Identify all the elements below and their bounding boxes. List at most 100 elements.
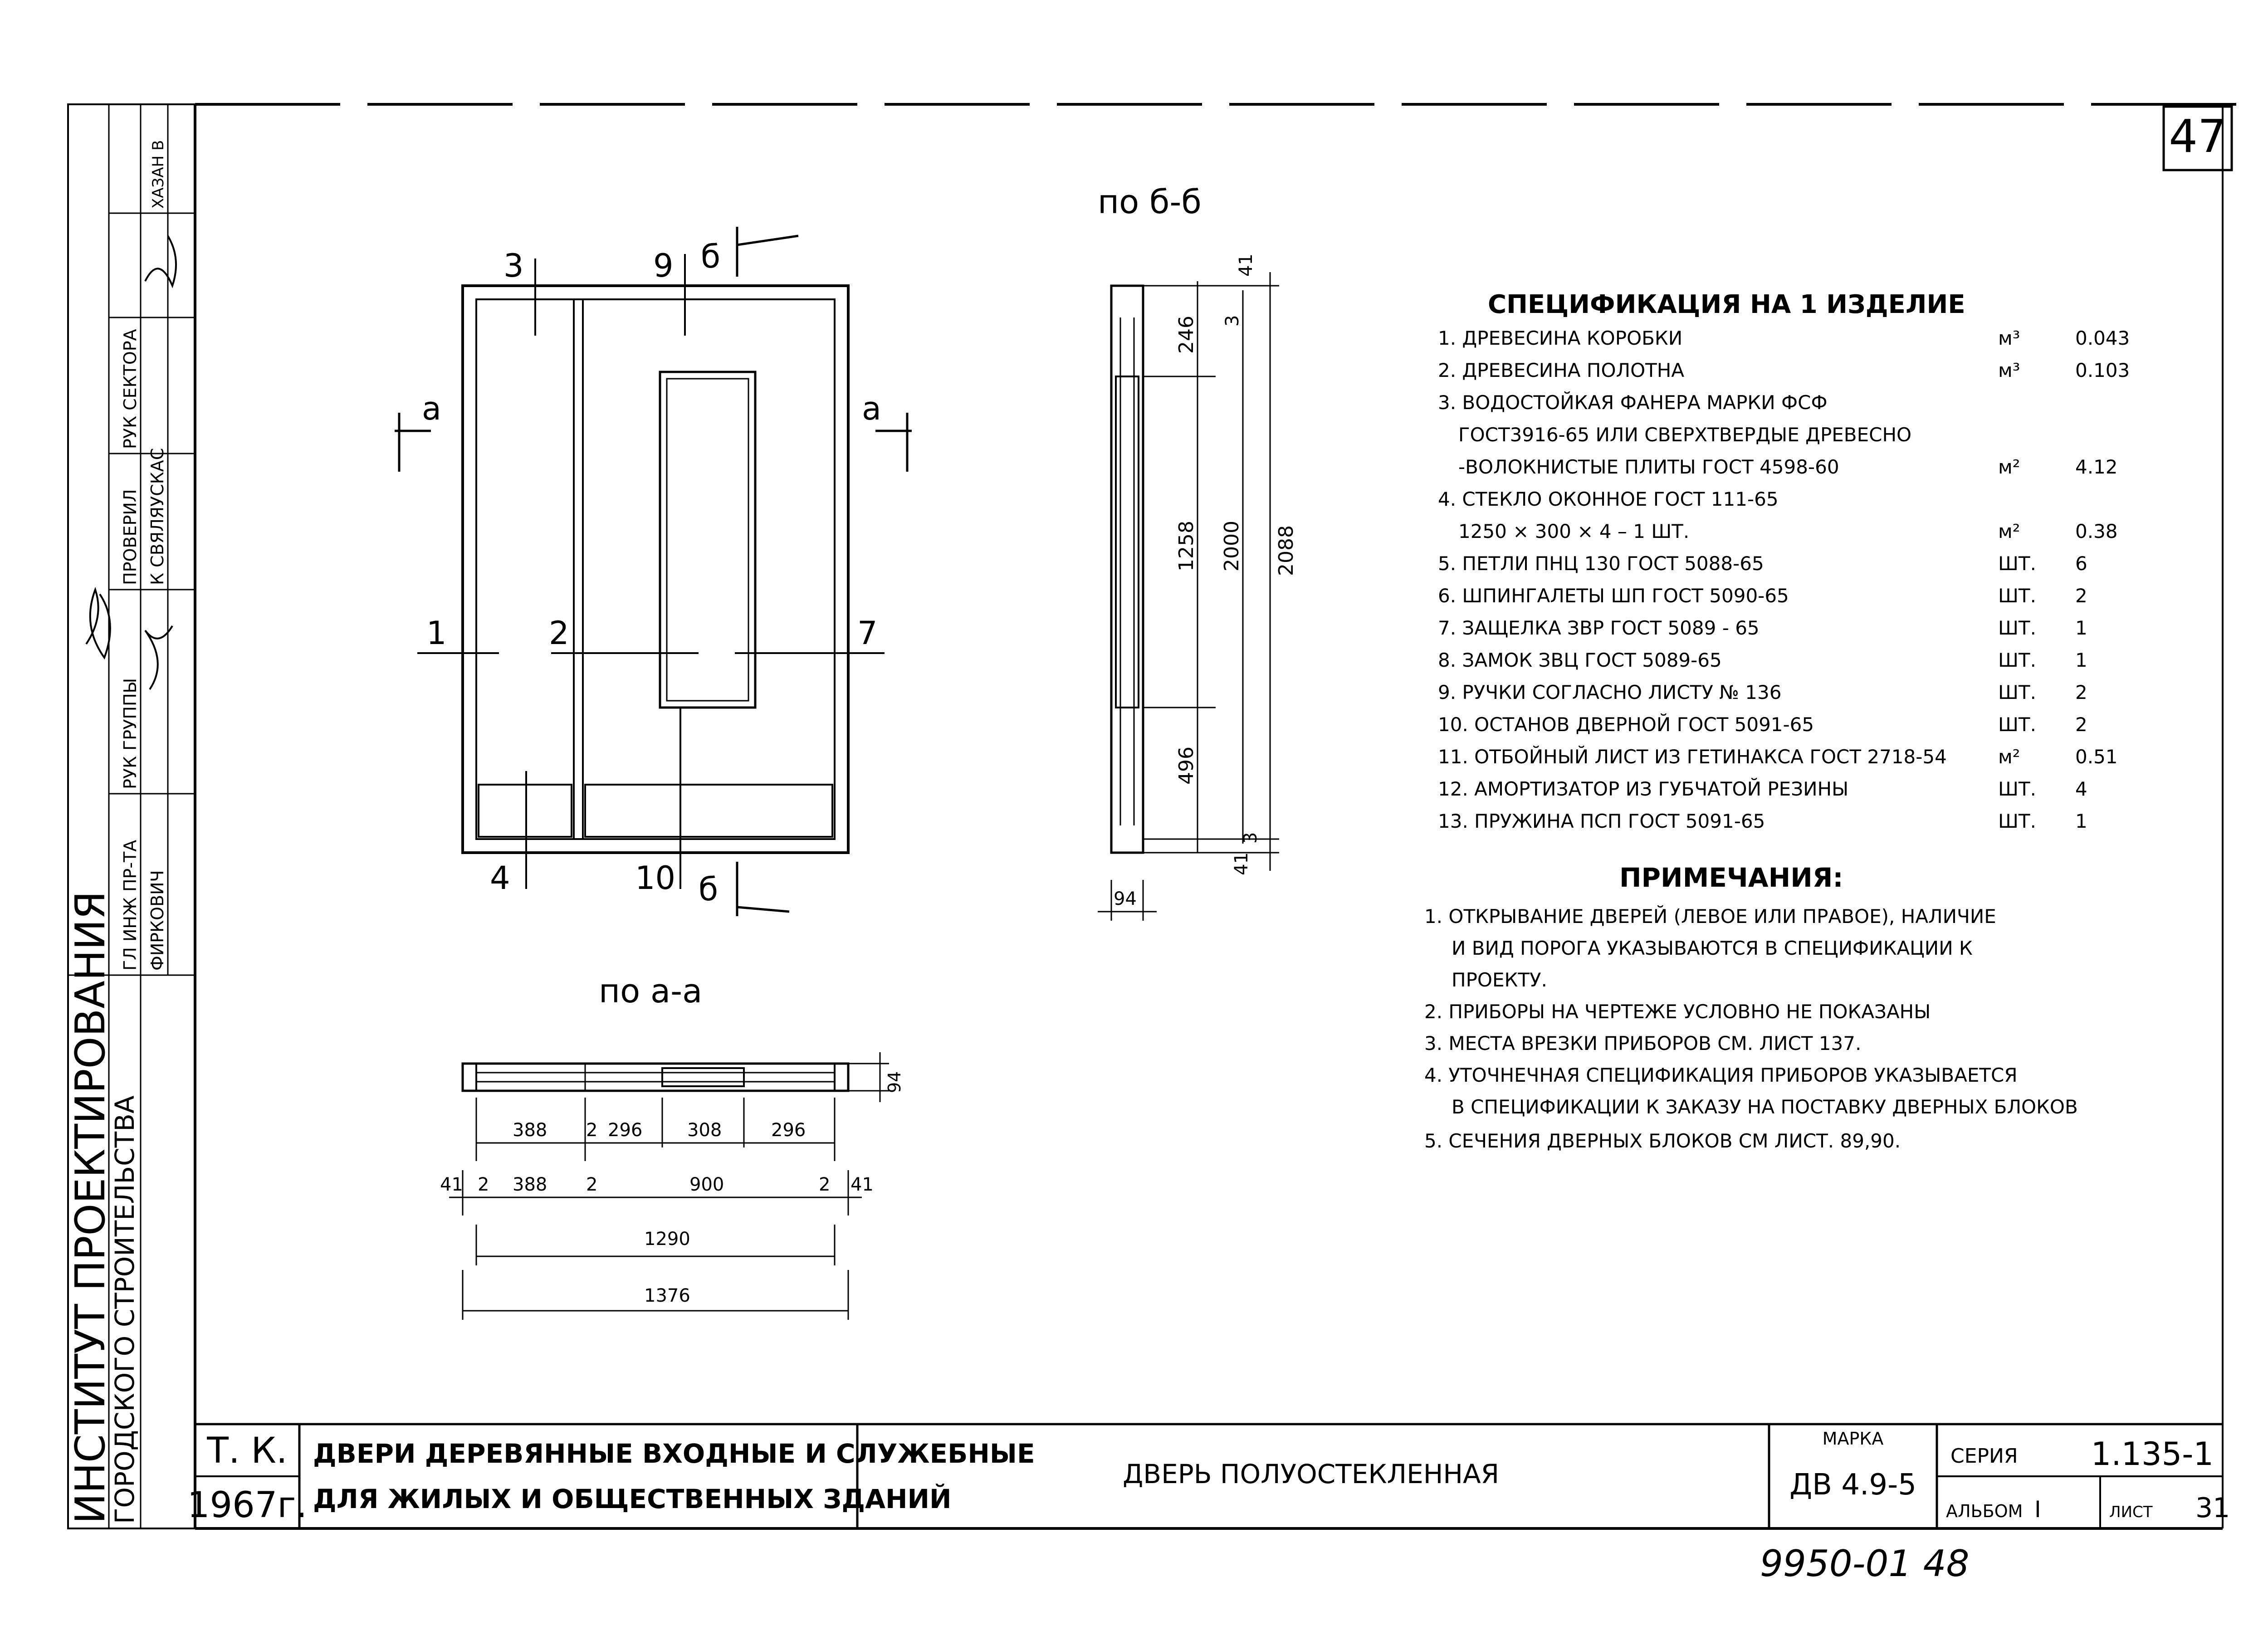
spec-item-13-qty: 1 [2075,810,2087,832]
kick-panel-left [478,784,572,838]
signature-3 [144,625,173,690]
callout-3: 3 [503,247,524,284]
tb-album: I [2034,1496,2041,1523]
stamp-name-1: ФИРКОВИЧ [147,870,167,971]
dim-bb-496: 496 [1175,747,1198,785]
spec-item-4-line-2: 1250 × 300 × 4 – 1 ШТ. [1458,520,1689,542]
spec-item-11-line-1: 11. ОТБОЙНЫЙ ЛИСТ ИЗ ГЕТИНАКСА ГОСТ 2718… [1438,745,1947,768]
notes-title: ПРИМЕЧАНИЯ: [1619,862,1843,893]
spec-item-8-unit: ШТ. [1998,649,2036,671]
stamp-name-3: К СВЯЛЯУСКАС [147,448,167,585]
stamp-role-1: ГЛ ИНЖ ПР-ТА [120,840,140,971]
spec-item-7-qty: 1 [2075,617,2087,639]
tb-seriya: 1.135-1 [2091,1435,2214,1473]
callout-1: 1 [426,615,447,652]
dim-bb-3-bottom: 3 [1240,832,1261,844]
dim-aa-388-top: 388 [513,1120,547,1141]
callout-7: 7 [857,615,878,652]
stamp-role-4: ПРОВЕРИЛ [120,489,140,585]
spec-item-10-unit: ШТ. [1998,713,2036,736]
dim-aa-2-b: 2 [586,1174,597,1195]
dim-aa-308: 308 [687,1120,722,1141]
signature-2 [144,235,177,288]
tb-list-label: ЛИСТ [2109,1503,2153,1521]
kick-panel-right [584,784,833,838]
section-bb: 41 246 3 1258 2000 2088 496 3 41 94 [1098,254,1298,921]
spec-item-9-unit: ШТ. [1998,681,2036,703]
section-aa-title: по а-а [599,972,702,1010]
dim-bb-41-top: 41 [1236,254,1256,277]
dim-aa-2-c: 2 [819,1174,830,1195]
spec-item-2-unit: м³ [1998,359,2020,381]
dim-aa-41-left: 41 [440,1174,463,1195]
glass-panel [659,371,757,709]
spec-item-4-unit: м² [1998,520,2020,542]
dim-bb-3-top: 3 [1222,315,1243,327]
tb-list: 31 [2195,1492,2230,1524]
callout-2: 2 [549,615,569,652]
spec-item-11-qty: 0.51 [2075,746,2118,768]
note-line-8: 5. СЕЧЕНИЯ ДВЕРНЫХ БЛОКОВ СМ ЛИСТ. 89,90… [1424,1130,1901,1152]
tb-project-title-1: ДВЕРИ ДЕРЕВЯННЫЕ ВХОДНЫЕ И СЛУЖЕБНЫЕ [313,1438,1035,1469]
door-elevation: а а б б 3 9 1 2 7 4 10 [395,227,912,916]
note-line-6: 4. УТОЧНЕЧНАЯ СПЕЦИФИКАЦИЯ ПРИБОРОВ УКАЗ… [1424,1064,2018,1086]
tb-project-title-2: ДЛЯ ЖИЛЫХ И ОБЩЕСТВЕННЫХ ЗДАНИЙ [313,1483,952,1514]
dim-bb-1258: 1258 [1175,521,1198,571]
note-line-3: ПРОЕКТУ. [1452,969,1547,991]
stamp-name-5: ХАЗАН В [149,140,167,209]
spec-item-2-line-1: 2. ДРЕВЕСИНА ПОЛОТНА [1438,359,1684,381]
spec-item-4-qty: 0.38 [2075,520,2118,542]
tb-sheet-title: ДВЕРЬ ПОЛУОСТЕКЛЕННАЯ [1123,1459,1499,1489]
spec-item-8-line-1: 8. ЗАМОК ЗВЦ ГОСТ 5089-65 [1438,649,1722,671]
callout-9: 9 [653,247,674,284]
spec-item-1-line-1: 1. ДРЕВЕСИНА КОРОБКИ [1438,327,1682,349]
section-mark-a-left: а [422,390,441,427]
tb-album-label: АЛЬБОМ [1946,1501,2023,1521]
spec-item-13-line-1: 13. ПРУЖИНА ПСП ГОСТ 5091-65 [1438,810,1765,832]
spec-item-5-qty: 6 [2075,552,2087,575]
spec-item-7-unit: ШТ. [1998,617,2036,639]
dim-bb-94: 94 [1114,888,1137,909]
signature-1 [85,587,111,660]
spec-item-5-line-1: 5. ПЕТЛИ ПНЦ 130 ГОСТ 5088-65 [1438,552,1764,575]
note-line-4: 2. ПРИБОРЫ НА ЧЕРТЕЖЕ УСЛОВНО НЕ ПОКАЗАН… [1424,1001,1931,1023]
section-mark-b-bottom: б [699,871,718,908]
dim-aa-296-right: 296 [771,1120,806,1141]
dim-aa-900: 900 [689,1174,724,1195]
spec-item-8-qty: 1 [2075,649,2087,671]
dim-aa-1290: 1290 [644,1229,690,1250]
dim-aa-388-bottom: 388 [513,1174,547,1195]
notes: ПРИМЕЧАНИЯ: 1. ОТКРЫВАНИЕ ДВЕРЕЙ (ЛЕВОЕ … [1424,862,2078,1152]
spec-item-5-unit: ШТ. [1998,552,2036,575]
section-bb-title: по б-б [1098,183,1202,221]
note-line-2: И ВИД ПОРОГА УКАЗЫВАЮТСЯ В СПЕЦИФИКАЦИИ … [1452,937,1973,959]
title-block: Т. К. 1967г. ДВЕРИ ДЕРЕВЯННЫЕ ВХОДНЫЕ И … [187,1423,2230,1528]
sheet-number-box: 47 [2162,105,2233,171]
callout-10: 10 [635,859,675,897]
spec-item-6-line-1: 6. ШПИНГАЛЕТЫ ШП ГОСТ 5090-65 [1438,585,1789,607]
spec-item-9-line-1: 9. РУЧКИ СОГЛАСНО ЛИСТУ № 136 [1438,681,1781,703]
spec-item-12-unit: ШТ. [1998,778,2036,800]
spec-item-6-qty: 2 [2075,585,2087,607]
spec-item-10-qty: 2 [2075,713,2087,736]
tb-seriya-label: СЕРИЯ [1950,1445,2018,1468]
dim-bb-2000: 2000 [1220,521,1243,571]
sheet-number: 47 [2169,110,2226,163]
tb-tk: Т. К. [206,1430,287,1471]
spec-item-3-line-3: -ВОЛОКНИСТЫЕ ПЛИТЫ ГОСТ 4598-60 [1458,456,1839,478]
spec-item-11-unit: м² [1998,746,2020,768]
tb-marka: ДВ 4.9-5 [1789,1468,1916,1502]
spec-item-7-line-1: 7. ЗАЩЕЛКА ЗВР ГОСТ 5089 - 65 [1438,617,1760,639]
section-mark-a-right: а [862,390,881,427]
spec-item-10-line-1: 10. ОСТАНОВ ДВЕРНОЙ ГОСТ 5091-65 [1438,713,1814,736]
dim-bb-246: 246 [1175,316,1198,354]
dim-bb-41-bottom: 41 [1231,852,1252,875]
specification: СПЕЦИФИКАЦИЯ НА 1 ИЗДЕЛИЕ 1. ДРЕВЕСИНА К… [1438,290,2130,832]
stamp-institute: ИНСТИТУТ ПРОЕКТИРОВАНИЯ [67,891,114,1524]
note-line-1: 1. ОТКРЫВАНИЕ ДВЕРЕЙ (ЛЕВОЕ ИЛИ ПРАВОЕ),… [1424,905,1996,928]
spec-item-3-line-2: ГОСТ3916-65 ИЛИ СВЕРХТВЕРДЫЕ ДРЕВЕСНО [1458,424,1911,446]
spec-item-13-unit: ШТ. [1998,810,2036,832]
stamp-institute-2: ГОРОДСКОГО СТРОИТЕЛЬСТВА [109,1095,140,1524]
dim-aa-2-a: 2 [478,1174,489,1195]
